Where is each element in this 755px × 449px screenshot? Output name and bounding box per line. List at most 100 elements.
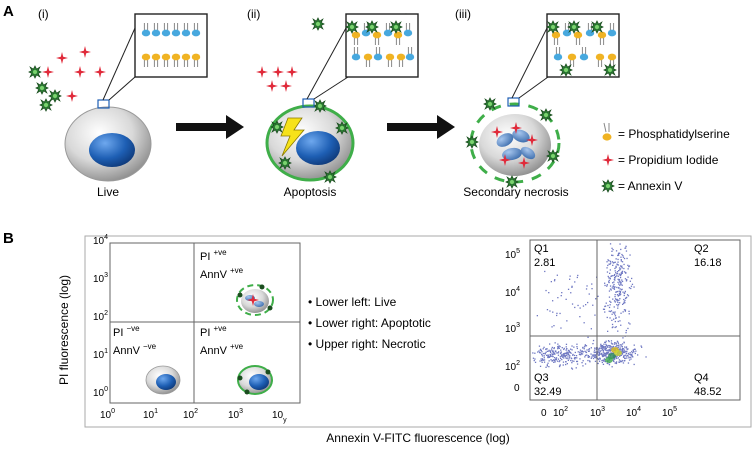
flow-dot [543,357,545,359]
necrosis-membrane-zoom [546,13,620,78]
flow-dot [627,352,629,355]
flow-dot [627,295,630,297]
flow-dot [585,304,587,306]
flow-dot [591,283,593,285]
flow-dot [604,348,606,351]
flow-dot [580,354,582,356]
flow-dot [614,296,616,298]
flow-dot [565,298,567,300]
flow-dot [615,345,617,348]
flow-dot [619,320,621,322]
note-lower-right: • Lower right: Apoptotic [308,316,431,330]
flow-dot [592,304,594,306]
flow-dot [627,362,630,364]
flow-dot [615,291,618,293]
svg-text:101: 101 [143,408,158,421]
flow-dot [571,360,574,362]
flow-dot [554,342,556,344]
flow-dot [546,348,548,350]
flow-dot [557,297,559,299]
flow-dot [591,288,593,290]
flow-dot [603,360,605,362]
mini-necrotic-cell [236,284,274,316]
flow-dot [605,352,607,354]
flow-dot [609,269,611,271]
flow-dot [619,346,621,348]
flow-dot [561,355,563,357]
flow-dot [626,257,628,260]
flow-dot [583,348,585,350]
flow-dot [576,360,579,363]
flow-dot [602,353,604,355]
flow-dot [620,256,622,258]
flow-dot [613,287,615,289]
flow-dot [611,323,614,326]
flow-cytometry-plot: 105 104 103 102 0 0 102 103 104 105 Q1 2… [505,239,741,419]
flow-dot [601,346,603,348]
flow-dot [552,350,554,352]
flow-dot [628,357,630,359]
flow-dot [627,268,629,270]
flow-dot [608,340,610,343]
propidium-iodide-icon [602,154,614,166]
flow-dot [612,282,614,284]
flow-dot [610,301,612,303]
svg-text:103: 103 [228,408,243,421]
flow-dot [622,337,624,339]
flow-dot [574,306,576,309]
flow-dot [618,290,620,292]
svg-text:103: 103 [590,406,605,419]
flow-dot [610,342,613,344]
flow-dot [594,355,596,357]
flow-dot [559,345,561,348]
flow-dot [565,361,567,363]
flow-dot [549,356,551,358]
flow-dot [611,250,613,252]
flow-dot [619,302,621,304]
flow-dot [615,356,617,358]
flow-dot [628,266,630,268]
flow-dot [611,343,613,345]
flow-dot [592,355,595,357]
flow-dot [618,273,620,275]
flow-dot [614,313,616,315]
flow-dot [586,285,588,287]
flow-dot [620,293,622,295]
flow-dot [594,360,597,362]
flow-dot [614,273,616,276]
flow-dot [633,286,635,288]
flow-dot [620,354,622,356]
flow-dot [571,285,573,287]
svg-text:102: 102 [505,360,520,373]
flow-dot [618,292,621,295]
flow-dot [618,345,620,347]
flow-dot [628,310,630,312]
flow-dot [633,344,635,346]
flow-dot [570,357,572,359]
flow-dot [548,360,550,362]
flow-dot [569,278,571,280]
flow-dot [619,360,621,362]
flow-dot [614,301,616,303]
flow-dot [550,355,552,357]
schematic-x-ticks: 100 101 102 103 10y [100,408,287,424]
svg-text:104: 104 [93,234,108,247]
flow-dot [567,354,569,356]
flow-dot [571,345,573,347]
flow-dot [561,292,563,294]
legend-propidium-iodide: = Propidium Iodide [618,153,719,167]
flow-dot [534,361,537,363]
flow-dot [565,357,567,359]
flow-dot [586,349,588,351]
flow-dot [583,346,586,348]
panel-a-label: A [3,3,14,20]
flow-dot [616,286,618,289]
flow-dot [620,248,622,251]
schematic-quadrant-plot: 104 103 102 101 100 100 101 102 103 10y … [93,234,301,424]
flow-dot [604,341,606,343]
flow-dot [582,347,584,349]
flow-dot [604,348,607,350]
flow-dot [602,363,605,365]
flow-dot [558,365,561,368]
flow-dot [619,355,621,357]
